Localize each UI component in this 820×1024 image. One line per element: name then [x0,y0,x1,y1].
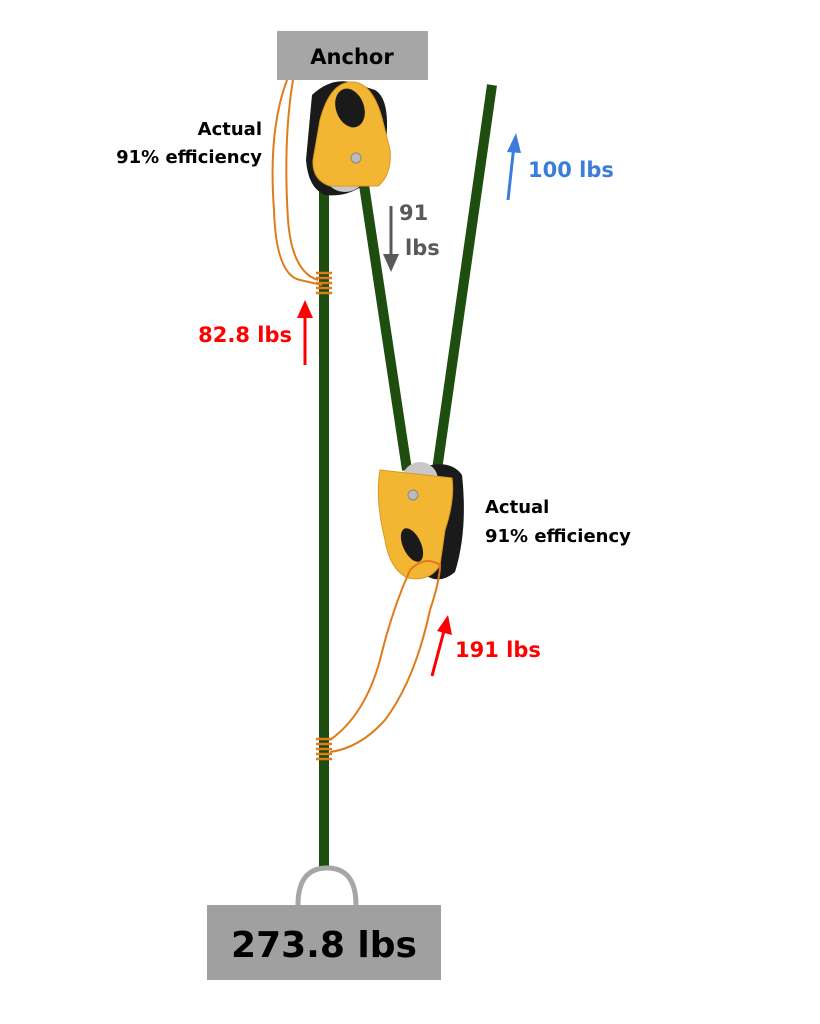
lower-efficiency-line2: 91% efficiency [485,526,631,547]
top-prusik-cord [271,79,323,286]
lower-efficiency-line1: Actual [485,497,549,518]
load-box [207,905,441,980]
lower-prusik-arrow-icon [430,615,452,677]
haul-rope [432,84,497,471]
anchor-box [277,31,428,80]
top-prusik-arrow-icon [297,300,313,365]
top-efficiency-line2: 91% efficiency [116,147,262,168]
load-label: 273.8 lbs [231,925,417,966]
pull-arrow-icon [506,133,521,201]
down-arrow-icon [383,206,399,272]
top-prusik-force-label: 82.8 lbs [198,323,292,347]
lower-pulley [377,462,464,580]
top-efficiency-line1: Actual [198,119,262,140]
lower-prusik-knot [316,737,332,761]
top-pulley [306,81,391,196]
load-handle [295,865,359,906]
middle-force-value: 91 [399,201,428,225]
anchor-label: Anchor [310,45,394,69]
lower-prusik-force-label: 191 lbs [455,638,541,662]
top-prusik-knot [316,271,332,295]
lower-prusik-cord [329,560,442,753]
pull-force-label: 100 lbs [528,158,614,182]
middle-rope [359,184,412,471]
middle-force-unit: lbs [405,236,440,260]
